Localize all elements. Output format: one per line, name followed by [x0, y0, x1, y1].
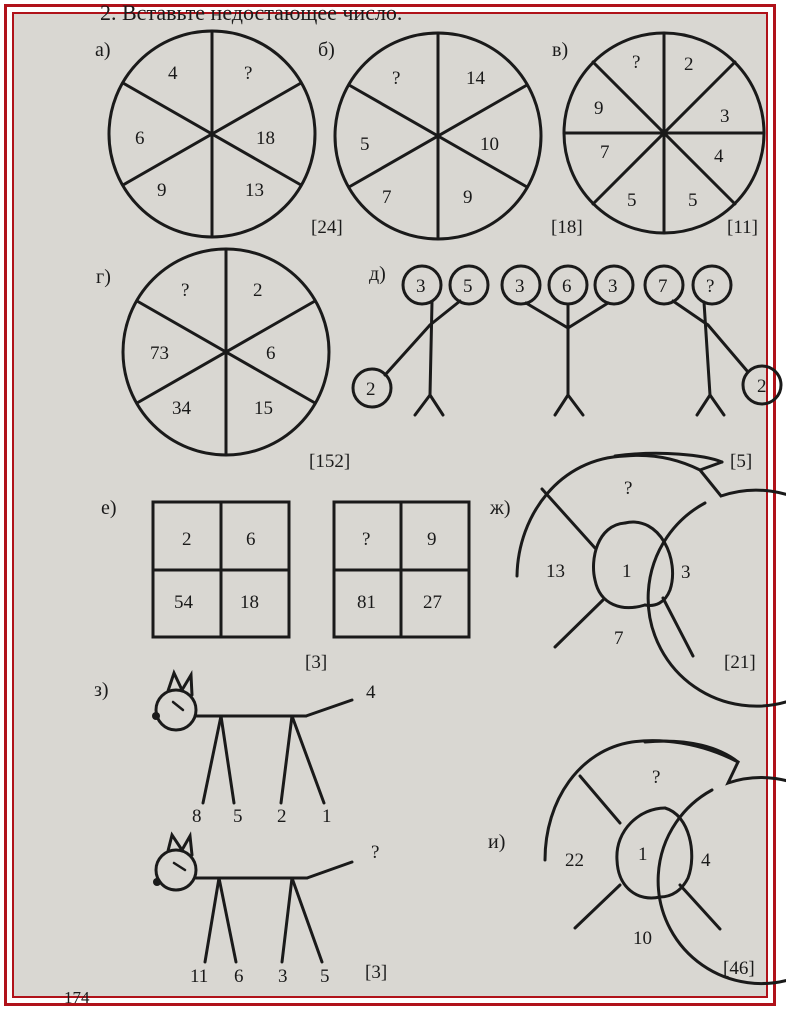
sector-a-1: 4: [168, 63, 178, 84]
zh-left: 13: [546, 561, 565, 582]
label-g: г): [96, 266, 111, 288]
grid2-cell-1: ?: [362, 529, 370, 550]
sector-v-5: 5: [688, 190, 698, 211]
answer-z: [3]: [365, 962, 387, 983]
page-number: 174: [64, 988, 90, 1007]
answer-b: [18]: [551, 217, 583, 238]
grid2-cell-4: 27: [423, 592, 442, 613]
label-zh: ж): [489, 497, 510, 519]
circle-puzzle-v: [564, 33, 764, 233]
sector-v-3: 3: [720, 106, 730, 127]
sector-a-2: ?: [244, 63, 252, 84]
sector-b-1: ?: [392, 68, 400, 89]
answer-e: [3]: [305, 652, 327, 673]
label-d: д): [369, 263, 386, 285]
sector-v-6: 5: [627, 190, 637, 211]
fig3-hand: 2: [757, 376, 767, 397]
fig3-head-left: 7: [658, 276, 668, 297]
i-top: ?: [652, 767, 660, 788]
cat2-leg-2: 6: [234, 966, 244, 987]
i-bottom: 10: [633, 928, 652, 949]
sector-v-2: 2: [684, 54, 694, 75]
sector-g-3: 6: [266, 343, 276, 364]
fig1-head-right: 5: [463, 276, 473, 297]
sector-b-3: 10: [480, 134, 499, 155]
sector-g-5: 34: [172, 398, 192, 419]
sector-a-5: 9: [157, 180, 167, 201]
sector-a-4: 13: [245, 180, 264, 201]
sector-v-8: 9: [594, 98, 604, 119]
exercise-title: 2. Вставьте недостающее число.: [100, 0, 402, 25]
label-b: б): [318, 39, 335, 61]
sector-a-6: 6: [135, 128, 145, 149]
sector-g-1: ?: [181, 280, 189, 301]
sector-b-5: 7: [382, 187, 392, 208]
i-center: 1: [638, 844, 648, 865]
fig3-head-right: ?: [706, 276, 714, 297]
sector-g-2: 2: [253, 280, 263, 301]
grid-puzzle-e-2: [334, 502, 469, 637]
sector-g-6: 73: [150, 343, 169, 364]
i-right: 4: [701, 850, 711, 871]
answer-zh: [21]: [724, 652, 756, 673]
cat1-leg-1: 8: [192, 806, 202, 827]
cat2-leg-1: 11: [190, 966, 208, 987]
cat1-tail: 4: [366, 682, 376, 703]
answer-i: [46]: [723, 958, 755, 979]
grid2-cell-2: 9: [427, 529, 437, 550]
fig2-head-right: 3: [608, 276, 618, 297]
cat-figure-2: [153, 835, 352, 962]
fig1-head-left: 3: [416, 276, 426, 297]
fig1-hand: 2: [366, 379, 376, 400]
fig2-head-left: 3: [515, 276, 525, 297]
cat1-leg-2: 5: [233, 806, 243, 827]
label-z: з): [94, 679, 109, 701]
grid1-cell-2: 6: [246, 529, 256, 550]
answer-v: [11]: [727, 217, 758, 238]
sector-b-6: 5: [360, 134, 370, 155]
grid1-cell-4: 18: [240, 592, 259, 613]
answer-a: [24]: [311, 217, 343, 238]
sector-g-4: 15: [254, 398, 273, 419]
grid1-cell-1: 2: [182, 529, 192, 550]
zh-top: ?: [624, 478, 632, 499]
label-a: а): [95, 39, 111, 61]
i-left: 22: [565, 850, 584, 871]
grid2-cell-3: 81: [357, 592, 376, 613]
zh-center: 1: [622, 561, 632, 582]
sector-b-4: 9: [463, 187, 473, 208]
sector-v-4: 4: [714, 146, 724, 167]
sector-v-7: 7: [600, 142, 610, 163]
cat1-leg-3: 2: [277, 806, 287, 827]
cat1-leg-4: 1: [322, 806, 332, 827]
label-e: е): [101, 497, 117, 519]
grid-puzzle-e-1: [153, 502, 289, 637]
answer-d: [5]: [730, 451, 752, 472]
cat2-leg-4: 5: [320, 966, 330, 987]
cat-figure-1: [152, 673, 352, 803]
zh-bottom: 7: [614, 628, 624, 649]
answer-g: [152]: [309, 451, 350, 472]
cat2-leg-3: 3: [278, 966, 288, 987]
grid1-cell-3: 54: [174, 592, 194, 613]
cat2-tail: ?: [371, 842, 379, 863]
fig2-head-mid: 6: [562, 276, 572, 297]
zh-right: 3: [681, 562, 691, 583]
sector-v-1: ?: [632, 52, 640, 73]
label-i: и): [488, 831, 505, 853]
sector-b-2: 14: [466, 68, 486, 89]
label-v: в): [552, 39, 568, 61]
sector-a-3: 18: [256, 128, 275, 149]
